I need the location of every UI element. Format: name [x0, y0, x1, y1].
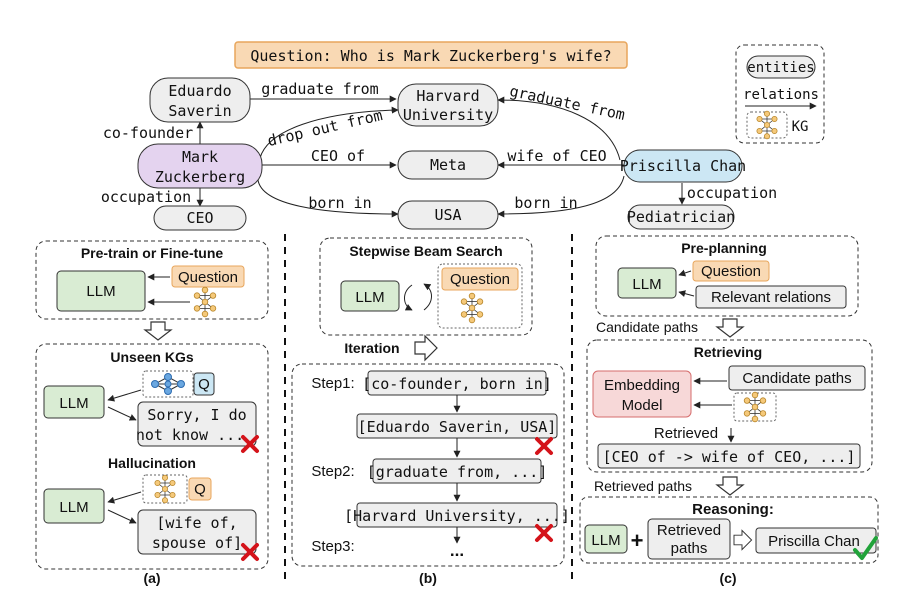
edge-born-in-1: born in — [308, 194, 371, 212]
caption-b: (b) — [419, 570, 437, 586]
legend-box: entities relations KG — [735, 44, 825, 144]
svg-text:LLM: LLM — [632, 276, 661, 293]
step1-entities: [Eduardo Saverin, USA] — [358, 418, 557, 436]
panel-b: Stepwise Beam Search LLM Question Iterat… — [291, 237, 570, 586]
wife-line-1: [wife of, — [156, 514, 237, 532]
llm-box-b — [340, 280, 400, 312]
question-a1: Question — [178, 269, 238, 286]
edge-graduate-from-1: graduate from — [261, 80, 378, 98]
svg-text:CEO: CEO — [186, 209, 213, 227]
svg-text:Saverin: Saverin — [168, 102, 231, 120]
reasoning-title: Reasoning: — [692, 501, 774, 518]
iteration-label: Iteration — [344, 340, 399, 356]
retrieved-paths-line-2: paths — [671, 540, 708, 557]
svg-text:LLM: LLM — [59, 499, 88, 516]
step1-label: Step1: — [311, 375, 354, 392]
down-arrow-icon — [716, 476, 744, 496]
retrieving-title: Retrieving — [694, 344, 762, 360]
step2-relations: [graduate from, ...] — [367, 463, 548, 481]
embedding-line-1: Embedding — [604, 377, 680, 394]
retrieved-result: [CEO of -> wife of CEO, ...] — [603, 448, 856, 466]
llm-box-a3 — [43, 488, 105, 524]
edge-born-in-2: born in — [514, 194, 577, 212]
edge-wife-of-ceo: wife of CEO — [507, 147, 606, 165]
edge-occupation-2: occupation — [687, 184, 777, 202]
svg-text:USA: USA — [434, 206, 461, 224]
svg-text:LLM: LLM — [59, 395, 88, 412]
node-meta: Meta — [397, 150, 499, 180]
svg-text:Harvard: Harvard — [416, 87, 479, 105]
retrieved-label: Retrieved — [654, 425, 718, 442]
sorry-line-2: not know ... — [136, 426, 244, 444]
edge-drop-out-from: drop out from — [266, 106, 384, 150]
q-label-2: Q — [194, 481, 206, 498]
step2-label: Step2: — [311, 463, 354, 480]
llm-box-a2 — [43, 385, 105, 419]
svg-text:University: University — [403, 106, 493, 124]
svg-text:Mark: Mark — [182, 148, 218, 166]
candidate-paths-label: Candidate paths — [596, 319, 698, 335]
step2-entities: [Harvard University, ...] — [344, 507, 570, 525]
sorry-line-1: Sorry, I do — [147, 406, 246, 424]
right-arrow-icon — [414, 335, 438, 361]
unseen-kgs-title: Unseen KGs — [110, 349, 193, 365]
llm-box-c1 — [617, 267, 677, 299]
question-banner: Question: Who is Mark Zuckerberg's wife? — [234, 41, 628, 69]
embedding-model-box — [592, 370, 692, 418]
node-ceo: CEO — [153, 205, 247, 231]
question-text: Question: Who is Mark Zuckerberg's wife? — [250, 47, 611, 65]
svg-text:Priscilla Chan: Priscilla Chan — [620, 157, 746, 175]
svg-text:LLM: LLM — [355, 289, 384, 306]
embedding-line-2: Model — [622, 397, 663, 414]
wife-line-2: spouse of] — [152, 534, 242, 552]
legend-kg: KG — [792, 119, 809, 135]
edge-graduate-from-2: graduate from — [508, 82, 627, 124]
retrieved-paths-line-1: Retrieved — [657, 522, 721, 539]
node-eduardo-saverin: Eduardo Saverin — [149, 77, 251, 123]
node-pediatrician: Pediatrician — [627, 204, 735, 230]
beam-search-title: Stepwise Beam Search — [349, 243, 502, 259]
preplanning-title: Pre-planning — [681, 240, 767, 256]
svg-text:Meta: Meta — [430, 156, 466, 174]
step3-label: Step3: — [311, 538, 354, 555]
node-priscilla-chan: Priscilla Chan — [620, 149, 746, 183]
step3-dots: ... — [450, 541, 464, 560]
plus-icon: + — [631, 528, 644, 553]
edge-occupation-1: occupation — [101, 188, 191, 206]
svg-text:LLM: LLM — [591, 532, 620, 549]
kg-graph: graduate from graduate from co-founder d… — [101, 77, 777, 231]
svg-text:Zuckerberg: Zuckerberg — [155, 168, 245, 186]
hallucination-title: Hallucination — [108, 455, 196, 471]
retrieved-paths-label: Retrieved paths — [594, 478, 692, 494]
down-arrow-icon — [144, 321, 172, 341]
step1-relations: [co-founder, born in] — [362, 375, 552, 393]
relevant-relations: Relevant relations — [711, 289, 831, 306]
svg-text:LLM: LLM — [86, 283, 115, 300]
node-mark-zuckerberg: Mark Zuckerberg — [137, 143, 263, 189]
svg-text:Eduardo: Eduardo — [168, 82, 231, 100]
caption-a: (a) — [143, 570, 160, 586]
node-usa: USA — [397, 200, 499, 230]
node-harvard-university: Harvard University — [397, 83, 499, 127]
llm-box-c2 — [584, 524, 628, 554]
question-b: Question — [450, 271, 510, 288]
edge-co-founder: co-founder — [103, 124, 193, 142]
legend-entities: entities — [747, 60, 814, 76]
candidate-paths-box: Candidate paths — [742, 370, 851, 387]
llm-box-a1 — [56, 270, 146, 312]
pretrain-title: Pre-train or Fine-tune — [81, 245, 224, 261]
down-arrow-icon — [716, 318, 744, 338]
answer-text: Priscilla Chan — [768, 533, 860, 550]
caption-c: (c) — [719, 570, 736, 586]
edge-ceo-of: CEO of — [311, 147, 365, 165]
question-c: Question — [701, 263, 761, 280]
check-icon — [853, 536, 878, 560]
panel-a: Pre-train or Fine-tune LLM Question Unse… — [35, 240, 269, 586]
q-label-1: Q — [198, 376, 210, 393]
svg-text:Pediatrician: Pediatrician — [627, 208, 735, 226]
panel-c: Pre-planning LLM Question Relevant relat… — [579, 235, 879, 586]
legend-relations: relations — [743, 87, 819, 103]
